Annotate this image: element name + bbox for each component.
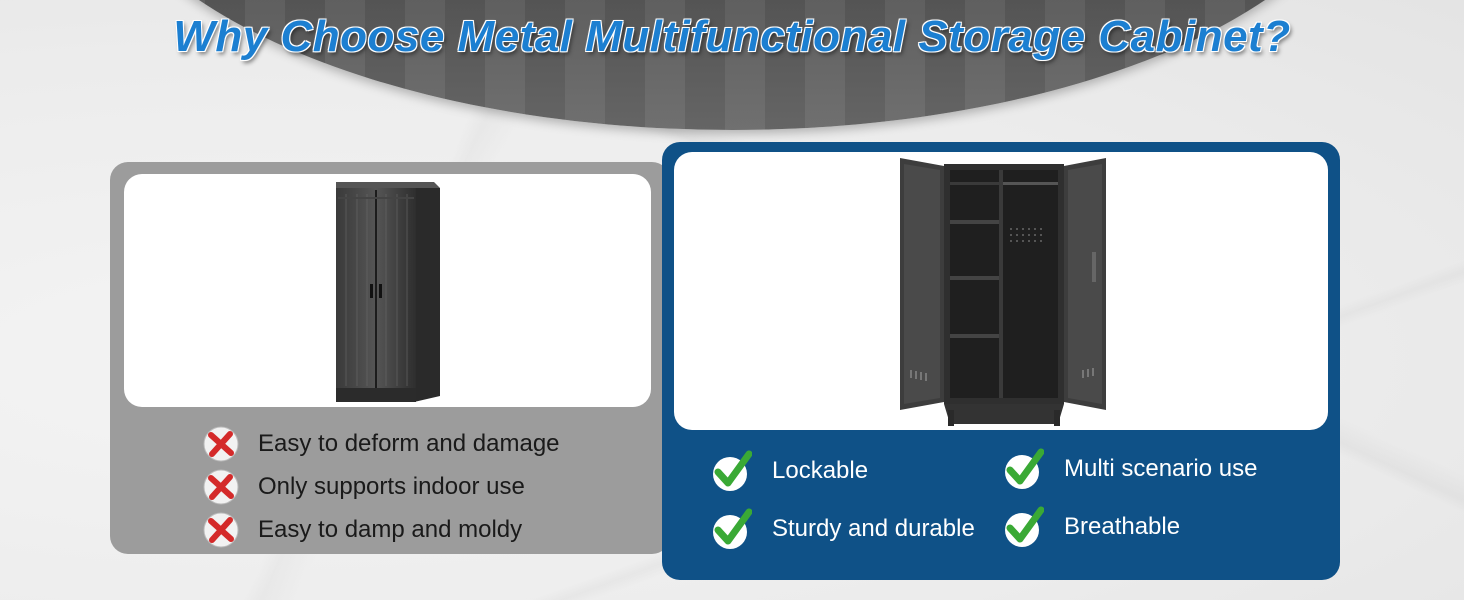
green-check-icon [713,508,752,549]
metal-cabinet-panel: Lockable Multi scenario use Sturdy and d… [662,142,1340,580]
red-x-icon [203,426,239,461]
list-item: Breathable [1004,506,1180,548]
page-title: Why Choose Metal Multifunctional Storage… [173,12,1291,61]
red-x-icon [203,512,239,547]
pro-text: Multi scenario use [1064,455,1258,482]
pros-list: Lockable Multi scenario use Sturdy and d… [712,442,1332,562]
con-text: Easy to damp and moldy [258,515,523,543]
list-item: Sturdy and durable [712,508,975,550]
con-text: Easy to deform and damage [258,429,560,457]
pro-text: Lockable [772,457,869,484]
metal-cabinet-image [900,158,1106,426]
green-check-icon [1005,506,1044,547]
list-item: Multi scenario use [1004,448,1257,490]
list-item: Only supports indoor use [202,465,560,508]
pro-text: Breathable [1064,513,1181,540]
green-check-icon [713,450,752,491]
red-x-icon [203,469,239,504]
wood-cabinet-panel: Easy to deform and damage Only supports … [110,162,670,554]
list-item: Easy to deform and damage [202,422,560,465]
cons-list: Easy to deform and damage Only supports … [202,422,560,551]
con-text: Only supports indoor use [258,472,525,500]
list-item: Lockable [712,450,868,492]
metal-cabinet-image-frame [674,152,1328,430]
green-check-icon [1005,448,1044,489]
list-item: Easy to damp and moldy [202,508,560,551]
pro-text: Sturdy and durable [772,515,975,542]
wood-cabinet-image-frame [124,174,651,407]
wood-cabinet-image [336,182,440,402]
